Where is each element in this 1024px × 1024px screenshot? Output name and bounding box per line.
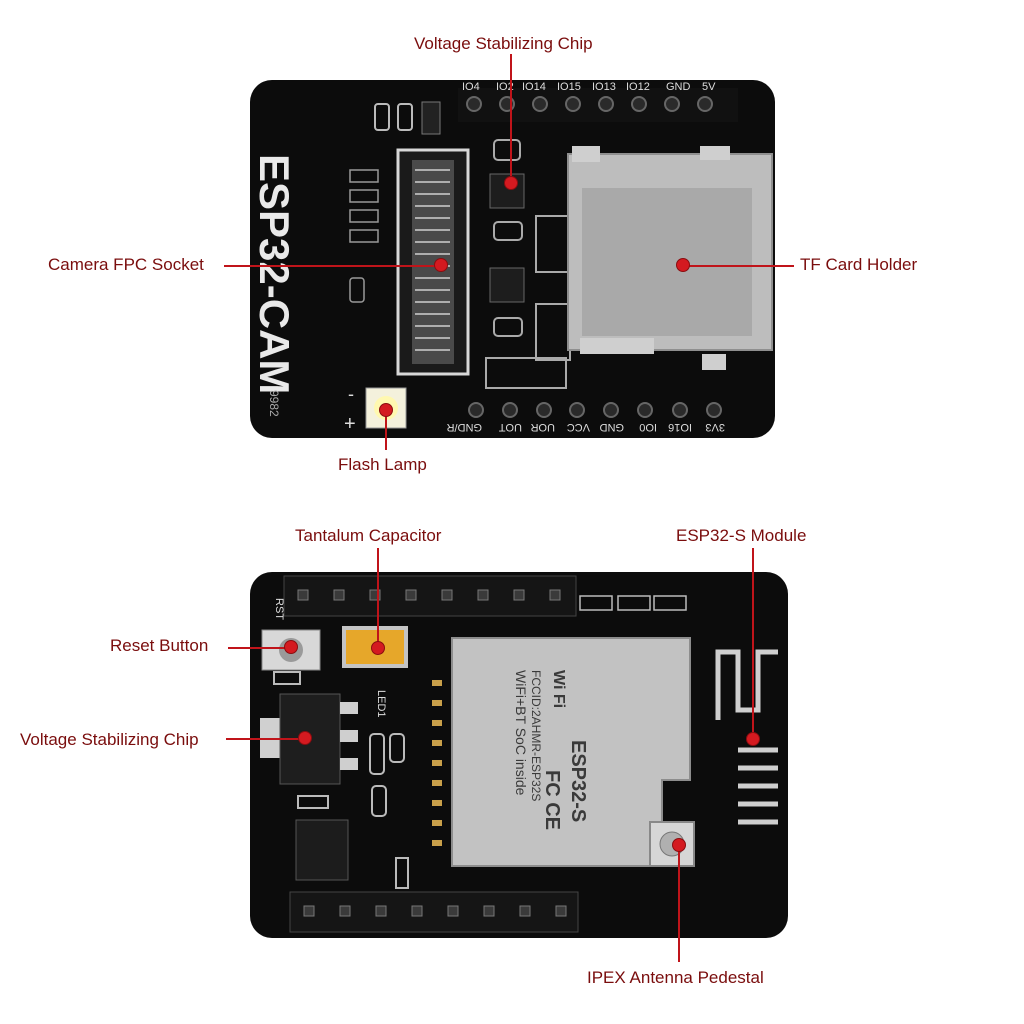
bottom-board: RST LED1 [250,572,788,938]
bottom-top-header [283,575,577,617]
top-board: IO4 IO2 IO14 IO15 IO13 IO12 GND 5V ESP32… [250,80,775,438]
module-subtitle: WiFi+BT SoC inside [513,670,529,796]
callout-voltage-chip-top: Voltage Stabilizing Chip [414,34,593,53]
callout-dot [504,176,518,190]
board-code: 9982 [267,390,281,417]
rst-silkscreen: RST [273,598,285,620]
top-header-pins [458,88,738,122]
callout-reset-button: Reset Button [110,636,209,655]
callout-line [752,548,754,738]
callout-flash-lamp: Flash Lamp [338,455,427,474]
bottom-pin-label: VCC [567,421,590,433]
callout-line [228,647,292,649]
sd-card-holder [567,146,773,370]
module-name: ESP32-S [567,740,589,822]
top-pin-label: IO12 [626,81,650,93]
bottom-pin-label: GND/R [447,421,483,433]
top-pin-label: IO13 [592,81,616,93]
bottom-pin-label: 3V3 [705,421,725,433]
top-pin-label: IO14 [522,81,546,93]
callout-line [377,548,379,648]
led-silkscreen: LED1 [375,690,387,718]
callout-dot [371,641,385,655]
callout-dot [284,640,298,654]
bottom-pin-label: GND [600,421,625,433]
bottom-pin-label: IO16 [668,421,692,433]
fpc-socket [396,148,470,376]
callout-esp32s-module: ESP32-S Module [676,526,807,545]
bottom-header-pins [468,402,722,418]
board-title: ESP32-CAM [251,154,298,394]
callout-tantalum: Tantalum Capacitor [295,526,442,545]
top-pin-label: IO15 [557,81,581,93]
top-pin-label: IO2 [496,81,514,93]
top-pin-label: GND [666,81,691,93]
fcc-ce-mark: FC CE [541,770,563,830]
callout-dot [746,732,760,746]
callout-dot [434,258,448,272]
wifi-logo: Wi Fi [550,670,567,708]
module-silkscreen: Wi Fi FC CE ESP32-S WiFi+BT SoC inside F… [513,670,589,830]
callout-line [226,738,306,740]
bottom-bottom-header [289,891,579,933]
callout-line [678,846,680,962]
callout-dot [676,258,690,272]
callout-line [385,410,387,450]
esp32s-module [451,637,691,867]
bottom-pin-label: UOT [499,421,523,433]
lamp-minus-mark: - [348,384,354,404]
callout-voltage-chip-bottom: Voltage Stabilizing Chip [20,730,199,749]
pcb-antenna [715,649,778,825]
callout-ipex: IPEX Antenna Pedestal [587,968,764,987]
lamp-plus-mark: + [344,413,356,435]
top-pin-label: IO4 [462,81,480,93]
callout-dot [298,731,312,745]
callout-line [224,265,440,267]
callout-dot [672,838,686,852]
callout-dot [379,403,393,417]
bottom-pin-label: UOR [531,421,556,433]
bottom-pin-label: IO0 [639,421,657,433]
module-fccid: FCCID:2AHMR-ESP32S [529,670,543,801]
callout-line [510,54,512,182]
callout-camera-fpc: Camera FPC Socket [48,255,204,274]
callout-tf-card: TF Card Holder [800,255,918,274]
callout-line [684,265,794,267]
top-pin-label: 5V [702,81,716,93]
